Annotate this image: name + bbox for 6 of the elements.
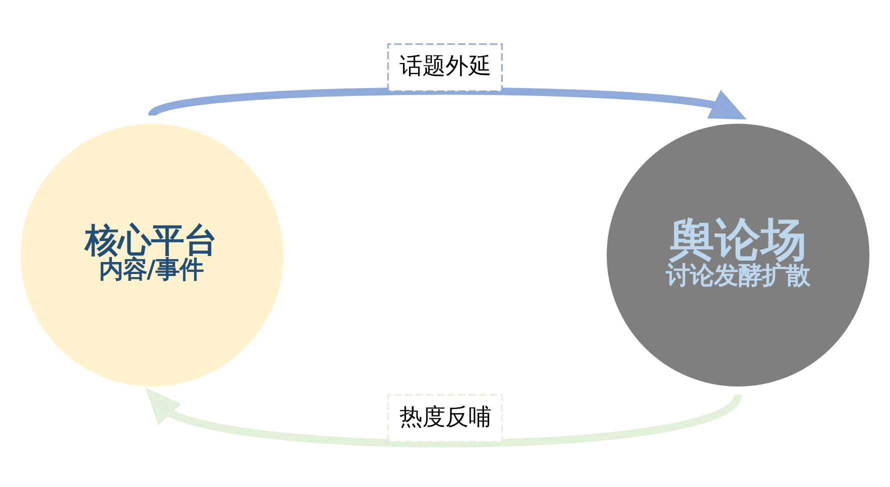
node-circle: 核心平台 内容/事件 (20, 123, 284, 386)
arrow (146, 387, 742, 447)
edge-label: 话题外延 (399, 53, 492, 80)
edge-label: 热度反哺 (399, 404, 492, 430)
node-circle: 舆论场 讨论发酵扩散 (606, 123, 870, 386)
arrow (150, 86, 747, 119)
